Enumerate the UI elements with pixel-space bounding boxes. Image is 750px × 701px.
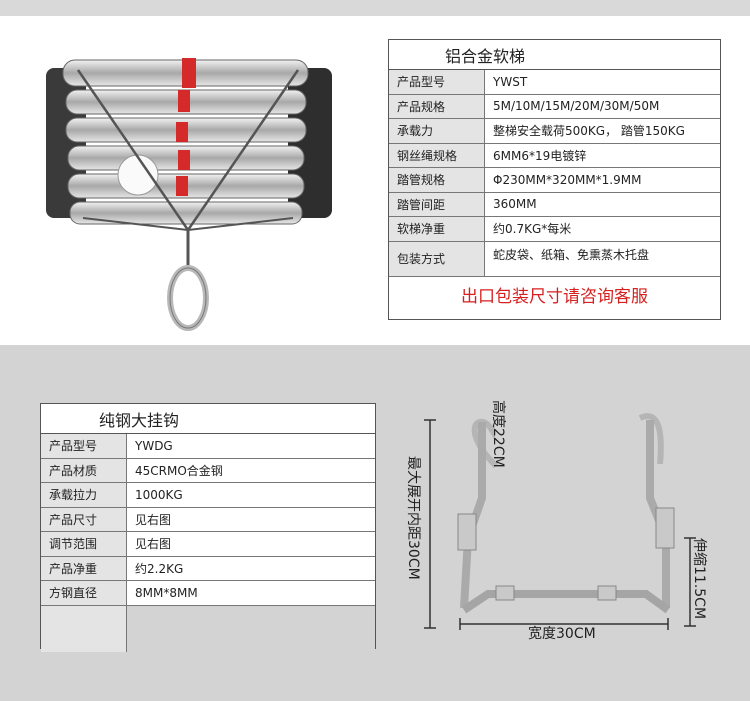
row-value: 见右图 <box>135 512 172 527</box>
row-label: 承载拉力 <box>41 483 127 507</box>
row-label: 产品材质 <box>41 458 127 482</box>
table-row: 承载力整梯安全载荷500KG， 踏管150KG <box>389 119 720 144</box>
row-value: YWST <box>493 74 528 89</box>
row-label: 方钢直径 <box>41 581 127 605</box>
row-value: 整梯安全载荷500KG， 踏管150KG <box>493 124 685 139</box>
top-band <box>0 0 750 16</box>
width-label: 宽度30CM <box>528 625 596 642</box>
row-label: 产品规格 <box>389 94 485 118</box>
table-row: 调节范围见右图 <box>41 532 375 557</box>
row-value: 1000KG <box>135 487 183 502</box>
row-label: 产品型号 <box>389 70 485 94</box>
row-label: 产品净重 <box>41 556 127 580</box>
table-row: 踏管间距 360MM <box>389 192 720 217</box>
row-value: 8MM*8MM <box>135 585 198 600</box>
table-row: 钢丝绳规格 6MM6*19电镀锌 <box>389 143 720 168</box>
row-value: YWDG <box>135 438 173 453</box>
row-label: 踏管规格 <box>389 168 485 192</box>
table-row: 产品型号 YWDG <box>41 434 375 459</box>
row-label: 包装方式 <box>389 241 485 276</box>
table-row: 方钢直径 8MM*8MM <box>41 581 375 606</box>
packaging-note: 出口包装尺寸请咨询客服 <box>461 286 648 307</box>
rope-ladder-image <box>46 58 332 331</box>
ladder-table-title: 铝合金软梯 <box>389 40 720 70</box>
row-value: 6MM6*19电镀锌 <box>493 148 587 163</box>
max-span-label: 最大展开内距30CM <box>405 456 421 580</box>
table-row: 包装方式蛇皮袋、纸箱、免熏蒸木托盘 <box>389 241 720 277</box>
table-row: 产品净重约2.2KG <box>41 556 375 581</box>
table-row: 产品材质 45CRMO合金钢 <box>41 458 375 483</box>
row-label: 产品型号 <box>41 434 127 458</box>
table-row: 软梯净重约0.7KG*每米 <box>389 217 720 242</box>
row-label: 产品尺寸 <box>41 507 127 531</box>
table-row: 产品规格 5M/10M/15M/20M/30M/50M <box>389 94 720 119</box>
hook-table-title: 纯钢大挂钩 <box>41 404 375 434</box>
row-value: 约0.7KG*每米 <box>493 222 572 237</box>
row-label: 软梯净重 <box>389 217 485 241</box>
stretch-label: 伸缩11.5CM <box>691 538 707 619</box>
table-filler-row <box>41 605 375 652</box>
row-value: 蛇皮袋、纸箱、免熏蒸木托盘 <box>493 247 650 262</box>
row-value: 见右图 <box>135 537 172 552</box>
row-label: 调节范围 <box>41 532 127 556</box>
row-value: 约2.2KG <box>135 561 184 576</box>
row-value: Φ230MM*320MM*1.9MM <box>493 172 642 187</box>
row-label: 钢丝绳规格 <box>389 143 485 167</box>
row-value: 5M/10M/15M/20M/30M/50M <box>493 99 660 114</box>
row-label: 踏管间距 <box>389 192 485 216</box>
row-value: 45CRMO合金钢 <box>135 463 223 478</box>
hook-dimension-diagram: 最大展开内距30CM 高度22CM 伸缩11.5CM 宽度30CM <box>405 400 707 642</box>
height-label: 高度22CM <box>490 400 507 468</box>
row-value: 360MM <box>493 197 537 212</box>
ladder-spec-table: 铝合金软梯 产品型号 YWST 产品规格 5M/10M/15M/20M/30M/50… <box>388 39 721 320</box>
table-row: 产品尺寸见右图 <box>41 507 375 532</box>
row-label: 承载力 <box>389 119 485 143</box>
table-row: 踏管规格 Φ230MM*320MM*1.9MM <box>389 168 720 193</box>
table-row: 产品型号 YWST <box>389 70 720 95</box>
table-row: 承载拉力 1000KG <box>41 483 375 508</box>
